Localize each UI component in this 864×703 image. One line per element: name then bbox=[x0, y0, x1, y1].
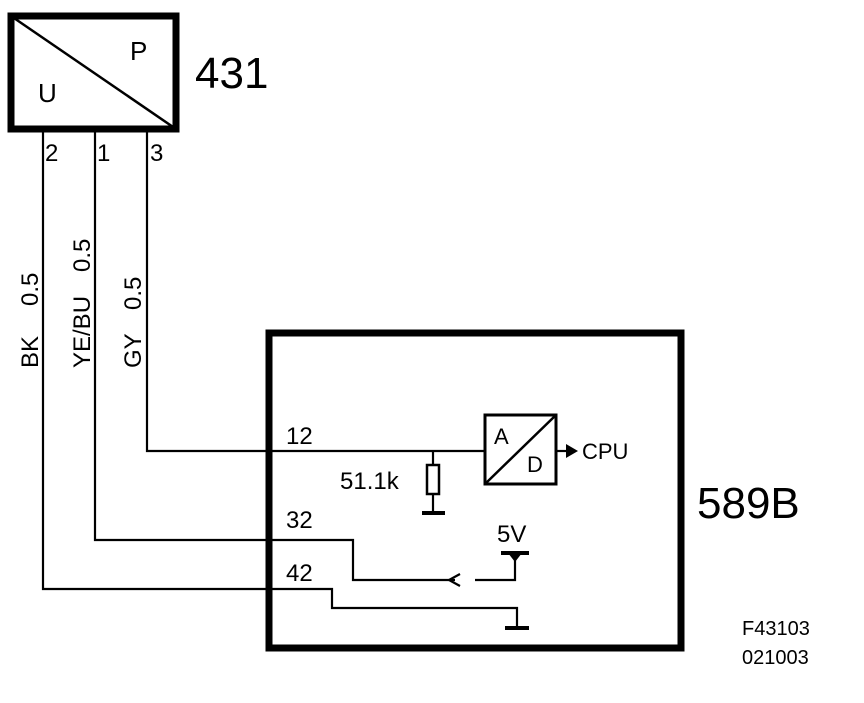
wire-gy bbox=[145, 129, 485, 453]
wire-bk bbox=[41, 129, 519, 626]
resistor bbox=[425, 463, 441, 496]
sensor-input-label: U bbox=[38, 78, 57, 108]
figure-date: 021003 bbox=[742, 647, 809, 669]
sensor-box bbox=[7, 12, 180, 133]
supply-line bbox=[475, 556, 517, 582]
sensor-pin-3: 3 bbox=[150, 140, 163, 167]
figure-id: F43103 bbox=[742, 618, 810, 640]
wire-color-gy: GY bbox=[120, 333, 147, 368]
sensor-output-label: P bbox=[130, 36, 147, 66]
cu-pin-42: 42 bbox=[286, 560, 313, 587]
adc-diagonal bbox=[484, 414, 557, 485]
converter-diagonal bbox=[10, 14, 177, 131]
control-unit-box bbox=[265, 329, 685, 652]
wire-yebu bbox=[93, 129, 455, 582]
sensor-ref: 431 bbox=[195, 49, 268, 98]
wire-size-gy: 0.5 bbox=[120, 277, 147, 310]
adc-output-label: D bbox=[527, 452, 543, 477]
supply-label: 5V bbox=[497, 521, 526, 548]
wire-color-bk: BK bbox=[17, 336, 44, 368]
sensor-pin-1: 1 bbox=[97, 140, 110, 167]
wire-size-yebu: 0.5 bbox=[69, 239, 96, 272]
adc-input-label: A bbox=[494, 424, 509, 449]
cpu-label: CPU bbox=[582, 439, 628, 464]
wire-size-bk: 0.5 bbox=[17, 273, 44, 306]
supply-arrow-icon bbox=[508, 553, 522, 562]
resistor-label: 51.1k bbox=[340, 468, 400, 495]
cu-pin-32: 32 bbox=[286, 507, 313, 534]
sensor-pin-2: 2 bbox=[45, 140, 58, 167]
sensor-431: U P bbox=[7, 12, 180, 133]
wire-label-gy: GY 0.5 bbox=[120, 277, 147, 368]
wire-color-yebu: YE/BU bbox=[69, 296, 96, 368]
wire-label-bk: BK 0.5 bbox=[17, 273, 44, 368]
cu-pin-12: 12 bbox=[286, 423, 313, 450]
adc-box bbox=[483, 413, 558, 486]
wire-label-yebu: YE/BU 0.5 bbox=[69, 239, 96, 368]
cpu-arrow-icon bbox=[566, 444, 578, 458]
control-unit-ref: 589B bbox=[697, 479, 800, 528]
input-chevron-icon bbox=[446, 573, 461, 587]
